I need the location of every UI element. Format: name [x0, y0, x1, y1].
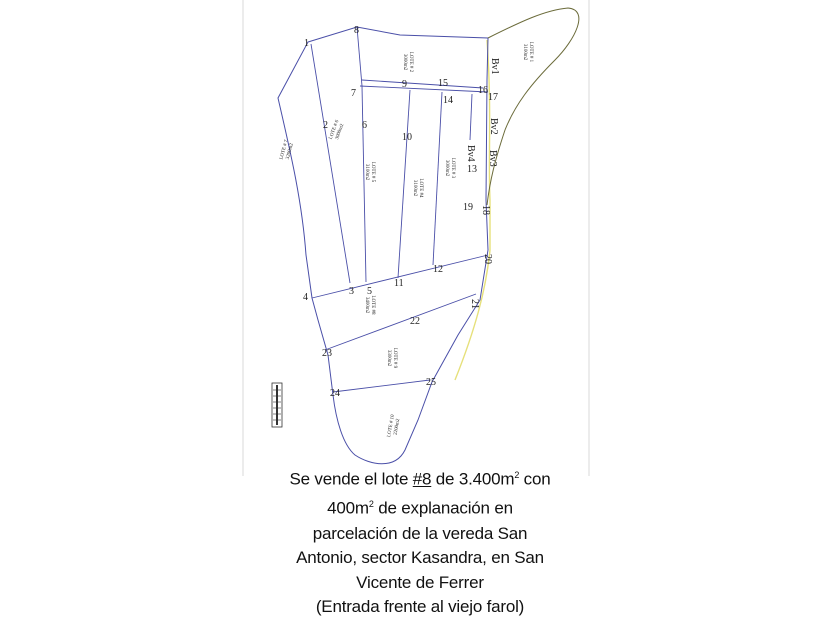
line-24-25: [332, 379, 431, 393]
listing-caption: Se vende el lote #8 de 3.400m2 con 400m2…: [270, 463, 570, 620]
lot-name: LOTE # 9: [392, 348, 397, 369]
point-label-p23: 23: [322, 348, 332, 359]
lot1-boundary: [486, 7, 580, 206]
lot-name: LOTE # 6: [329, 119, 341, 140]
caption-line-2: 400m2 de explanación en: [327, 498, 513, 518]
point-label-p9: 9: [402, 79, 407, 90]
point-label-bv1: Bv1: [489, 58, 500, 75]
line-lot2-south: [361, 79, 484, 89]
point-label-p7: 7: [351, 88, 356, 99]
lot-area: 3200m2: [286, 142, 295, 160]
sheet-edge-left: [242, 0, 244, 476]
lot-name: LOTE #8: [370, 295, 375, 315]
lot-area: 3300m2: [386, 350, 391, 367]
line-1-3: [310, 43, 351, 284]
point-label-p16: 16: [478, 85, 488, 96]
point-label-p24: 24: [330, 388, 340, 399]
point-label-p4: 4: [303, 292, 308, 303]
point-label-p20: 20: [482, 254, 493, 264]
point-label-p12: 12: [433, 264, 443, 275]
lot-name: LOTE # 2: [408, 52, 413, 73]
point-label-p19: 19: [463, 202, 473, 213]
point-label-p8: 8: [354, 25, 359, 36]
point-label-p14: 14: [443, 95, 453, 106]
point-label-p25: 25: [426, 377, 436, 388]
point-label-p1: 1: [304, 38, 309, 49]
point-label-p6: 6: [362, 120, 367, 131]
point-label-bv4: Bv4: [465, 145, 476, 162]
lot-area: 3100m2: [522, 44, 527, 61]
line-4-20: [311, 254, 489, 299]
point-label-p3: 3: [349, 286, 354, 297]
point-label-p15: 15: [438, 78, 448, 89]
point-label-p22: 22: [410, 316, 420, 327]
parcel-boundary: [277, 26, 489, 465]
lot-name: LOTE # 7: [279, 139, 289, 160]
point-label-bv3: Bv3: [487, 150, 498, 167]
point-label-p5: 5: [367, 286, 372, 297]
lot-lines: [310, 26, 489, 393]
point-label-p17: 17: [488, 92, 498, 103]
caption-line-4: Antonio, sector Kasandra, en San: [296, 548, 544, 568]
parcel-plan-map: 1234567891011121314151617181920212223242…: [271, 7, 580, 465]
point-label-bv2: Bv2: [488, 118, 499, 135]
point-label-p13: 13: [467, 164, 477, 175]
lot-name: LOTE # 3: [450, 158, 455, 179]
lot-name: LOTE # 5: [370, 162, 375, 183]
line-23-21: [324, 293, 477, 351]
lot-number-link: #8: [412, 469, 432, 489]
access-road: [454, 39, 491, 381]
point-label-p11: 11: [394, 278, 404, 289]
line-14-12: [432, 91, 443, 266]
line-8-7: [356, 26, 363, 87]
point-label-p2: 2: [323, 120, 328, 131]
lot-name: LOTE #4: [418, 178, 423, 198]
scale-legend: [271, 382, 283, 428]
lot-area: 3400m2: [364, 297, 369, 314]
caption-line-3: parcelación de la vereda San: [312, 523, 528, 543]
line-9-11: [397, 89, 411, 279]
line-7-16: [359, 85, 489, 93]
lot-name: LOTE # 1: [528, 42, 533, 63]
point-label-p18: 18: [480, 205, 491, 215]
lot-area: 2200m2: [394, 418, 402, 436]
caption-line-6: (Entrada frente al viejo farol): [315, 597, 525, 617]
lot-area: 3000m2: [444, 160, 449, 177]
point-label-p10: 10: [402, 132, 412, 143]
caption-line-1: Se vende el lote #8 de 3.400m2 con: [289, 469, 551, 489]
lot-area: 3100m2: [412, 180, 417, 197]
line-6-5: [361, 85, 367, 283]
lot-area: 3000m2: [402, 54, 407, 71]
point-label-p21: 21: [469, 299, 480, 309]
sheet-edge-right: [588, 0, 590, 476]
lot-area: 3100m2: [364, 164, 369, 181]
plan-sheet: [242, 0, 592, 476]
caption-line-5: Vicente de Ferrer: [356, 572, 484, 592]
line-bv4: [469, 93, 473, 141]
lot-name: LOTE # 10: [387, 414, 396, 438]
lot-area: 3000m2: [335, 123, 345, 141]
